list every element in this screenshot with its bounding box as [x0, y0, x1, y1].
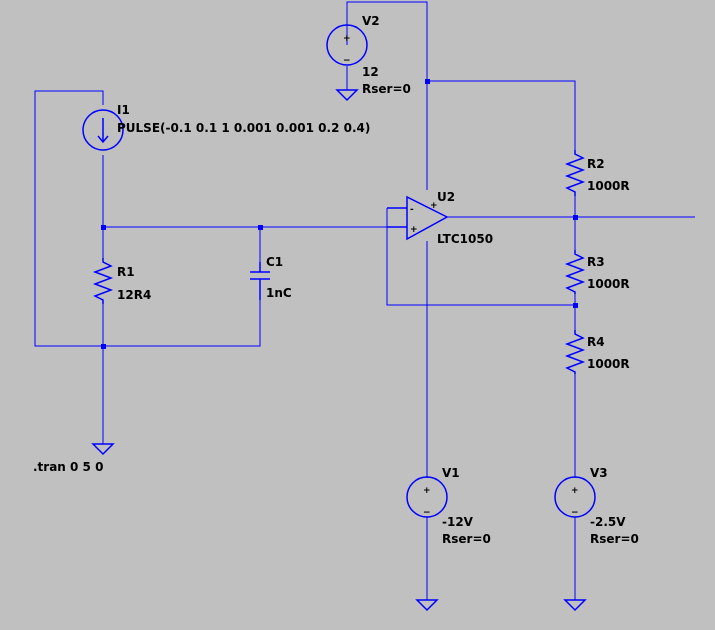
u2-value-label: LTC1050 [437, 232, 493, 246]
junction-dots [101, 79, 578, 349]
ground-symbol-v1 [415, 599, 439, 612]
r2-value-label: 1000R [587, 179, 630, 193]
r1-value-label: 12R4 [117, 288, 151, 302]
ground-symbol-v2 [335, 89, 359, 102]
v2-value-label: 12 [362, 65, 379, 79]
junction-dot [101, 225, 106, 230]
junction-dot [425, 79, 430, 84]
c1-name-label: C1 [266, 255, 283, 269]
resistor-r4[interactable] [564, 330, 586, 374]
u2-minus-pin-label: - [410, 205, 414, 215]
voltage-source-v1[interactable] [406, 476, 448, 518]
v1-value-label: -12V [442, 515, 474, 529]
junction-dot [101, 344, 106, 349]
resistor-r3[interactable] [564, 250, 586, 294]
current-source-i1[interactable] [82, 109, 124, 151]
u2-plus-pin-label: + [410, 225, 418, 235]
r2-name-label: R2 [587, 157, 605, 171]
junction-dot [573, 303, 578, 308]
resistor-r2[interactable] [564, 150, 586, 196]
wires [34, 1, 695, 600]
v3-rser-label: Rser=0 [590, 532, 639, 546]
u2-supply-pin-label: + [430, 201, 438, 211]
ground-symbol-main [91, 443, 115, 456]
r4-name-label: R4 [587, 335, 605, 349]
voltage-source-v3[interactable] [554, 476, 596, 518]
v1-minus-symbol: − [423, 508, 431, 518]
v1-rser-label: Rser=0 [442, 532, 491, 546]
u2-name-label: U2 [437, 190, 455, 204]
voltage-source-v2[interactable] [326, 24, 368, 66]
r3-name-label: R3 [587, 255, 605, 269]
v3-name-label: V3 [590, 466, 608, 480]
v3-value-label: -2.5V [590, 515, 626, 529]
v2-plus-symbol: + [343, 34, 351, 44]
v2-rser-label: Rser=0 [362, 82, 411, 96]
v2-minus-symbol: − [343, 56, 351, 66]
i1-value-label: PULSE(-0.1 0.1 1 0.001 0.001 0.2 0.4) [117, 121, 370, 135]
junction-dot [258, 225, 263, 230]
ground-symbol-v3 [563, 599, 587, 612]
r1-name-label: R1 [117, 265, 135, 279]
r3-value-label: 1000R [587, 277, 630, 291]
spice-directive[interactable]: .tran 0 5 0 [33, 460, 103, 474]
v2-name-label: V2 [362, 14, 380, 28]
junction-dot [573, 215, 578, 220]
c1-value-label: 1nC [266, 286, 292, 300]
v1-name-label: V1 [442, 466, 460, 480]
resistor-r1[interactable] [92, 258, 114, 304]
v1-plus-symbol: + [423, 486, 431, 496]
v3-minus-symbol: − [571, 508, 579, 518]
r4-value-label: 1000R [587, 357, 630, 371]
capacitor-c1[interactable] [250, 262, 270, 300]
i1-name-label: I1 [117, 103, 130, 117]
opamp-u2[interactable] [387, 195, 449, 241]
v3-plus-symbol: + [571, 486, 579, 496]
